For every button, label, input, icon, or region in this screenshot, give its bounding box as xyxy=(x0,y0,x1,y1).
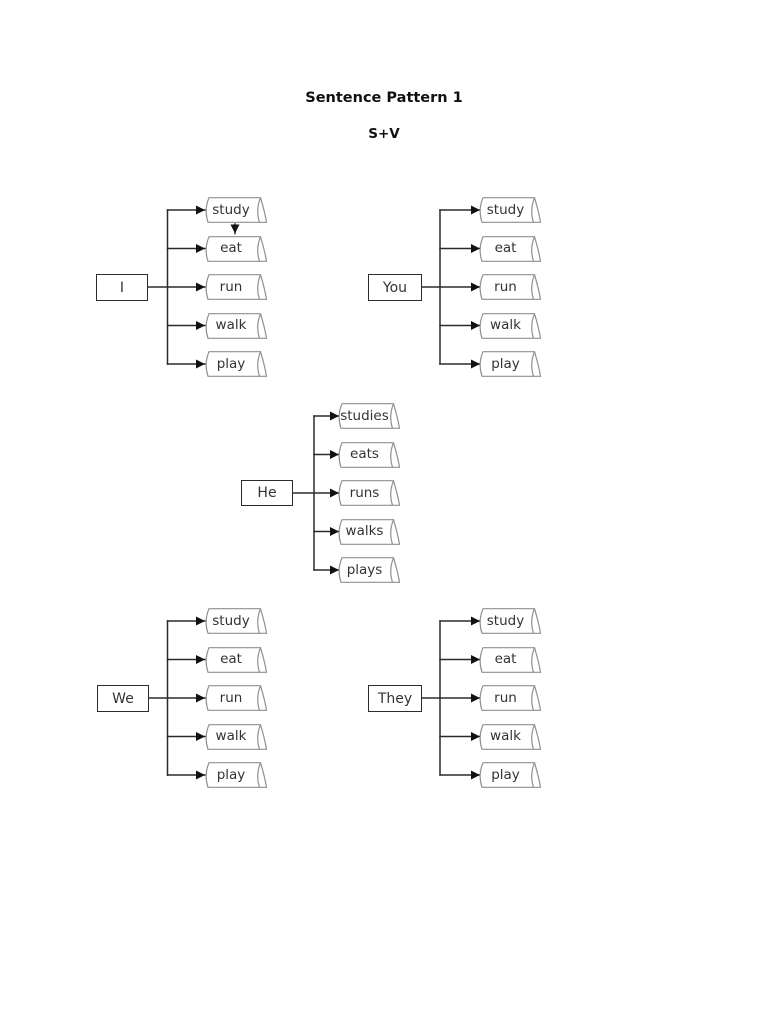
connector-group-you xyxy=(421,205,481,369)
connector-group-they xyxy=(421,616,481,780)
verb-label: play xyxy=(216,355,246,372)
verb-banner: walks xyxy=(335,519,401,545)
verb-label: study xyxy=(212,612,250,629)
verb-label: study xyxy=(486,201,525,218)
verb-banner: play xyxy=(202,351,268,377)
diagram-title: Sentence Pattern 1 xyxy=(305,90,463,106)
verb-banner: run xyxy=(202,274,268,300)
verb-label: runs xyxy=(349,484,380,501)
verb-banner: run xyxy=(202,685,268,711)
verb-label: study xyxy=(212,201,250,218)
verb-label: walk xyxy=(215,317,247,333)
verb-label: play xyxy=(491,355,520,372)
diagram-subtitle: S+V xyxy=(368,126,400,142)
verb-label: plays xyxy=(346,561,383,578)
subject-box-you: You xyxy=(368,274,422,301)
verb-label: play xyxy=(216,766,246,783)
verb-banner: run xyxy=(476,274,542,300)
verb-banner: run xyxy=(476,685,542,711)
subject-label: You xyxy=(382,279,408,296)
connector-group-he xyxy=(292,411,340,575)
verb-banner: walk xyxy=(476,313,542,339)
verb-label: play xyxy=(491,766,520,783)
verb-label: study xyxy=(486,612,525,629)
verb-label: walk xyxy=(490,317,521,333)
verb-banner: eat xyxy=(202,236,268,262)
verb-label: eat xyxy=(220,651,242,667)
verb-banner: play xyxy=(476,762,542,788)
verb-banner: runs xyxy=(335,480,401,506)
subject-label: They xyxy=(377,690,413,707)
verb-banner: walk xyxy=(202,724,268,750)
verb-banner: play xyxy=(476,351,542,377)
connector-group-we xyxy=(148,616,206,780)
verb-label: eat xyxy=(494,240,517,256)
subject-box-we: We xyxy=(97,685,149,712)
verb-banner: eats xyxy=(335,442,401,468)
verb-banner: studies xyxy=(335,403,401,429)
verb-banner: eat xyxy=(202,647,268,673)
subject-box-i: I xyxy=(96,274,148,301)
verb-banner: eat xyxy=(476,647,542,673)
subject-label: We xyxy=(112,690,134,707)
verb-label: run xyxy=(219,278,243,295)
verb-label: eat xyxy=(494,651,517,667)
verb-banner: study xyxy=(476,197,542,223)
verb-banner: study xyxy=(476,608,542,634)
subject-box-he: He xyxy=(241,480,293,506)
verb-label: eat xyxy=(220,240,242,256)
verb-banner: eat xyxy=(476,236,542,262)
verb-banner: study xyxy=(202,608,268,634)
verb-banner: walk xyxy=(476,724,542,750)
verb-banner: play xyxy=(202,762,268,788)
verb-label: run xyxy=(494,278,517,295)
subject-label: He xyxy=(257,485,277,501)
verb-label: run xyxy=(494,689,517,706)
verb-banner: plays xyxy=(335,557,401,583)
verb-label: run xyxy=(219,689,243,706)
verb-banner: walk xyxy=(202,313,268,339)
subject-box-they: They xyxy=(368,685,422,712)
verb-label: eats xyxy=(350,446,379,462)
subject-label: I xyxy=(119,279,125,296)
verb-label: walk xyxy=(490,728,521,744)
verb-label: studies xyxy=(340,407,389,424)
verb-label: walk xyxy=(215,728,247,744)
verb-banner: study xyxy=(202,197,268,223)
verb-label: walks xyxy=(345,523,384,539)
